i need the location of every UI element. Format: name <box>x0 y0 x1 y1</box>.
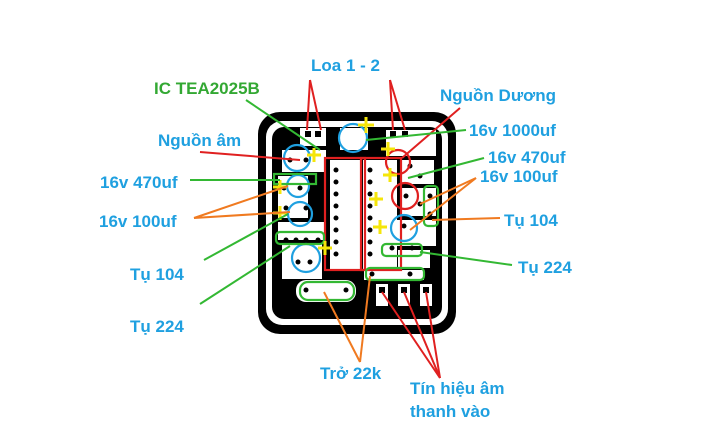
label-tro-22k: Trở 22k <box>320 364 382 383</box>
label-tu224-right: Tụ 224 <box>518 258 572 277</box>
label-cap-470uf-left: 16v 470uf <box>100 173 178 192</box>
label-tin-hieu-line2: thanh vào <box>410 402 490 421</box>
label-nguon-am: Nguồn âm <box>158 131 241 150</box>
label-tu224-left: Tụ 224 <box>130 317 184 336</box>
annotation-arrows <box>190 79 513 379</box>
label-cap-470uf-right: 16v 470uf <box>488 148 566 167</box>
label-cap-1000uf: 16v 1000uf <box>469 121 556 140</box>
label-cap-100uf-left: 16v 100uf <box>99 212 177 231</box>
label-tin-hieu-line1: Tín hiệu âm <box>410 379 504 398</box>
label-nguon-duong: Nguồn Dương <box>440 86 556 105</box>
label-loa: Loa 1 - 2 <box>311 56 380 75</box>
ic-outline <box>323 156 367 272</box>
labels: Loa 1 - 2 IC TEA2025B Nguồn Dương Nguồn … <box>99 56 572 421</box>
label-tu104-right: Tụ 104 <box>504 211 558 230</box>
label-ic: IC TEA2025B <box>154 79 260 98</box>
cap-1000uf-outline <box>337 122 369 154</box>
label-tu104-left: Tụ 104 <box>130 265 184 284</box>
label-cap-100uf-right: 16v 100uf <box>480 167 558 186</box>
